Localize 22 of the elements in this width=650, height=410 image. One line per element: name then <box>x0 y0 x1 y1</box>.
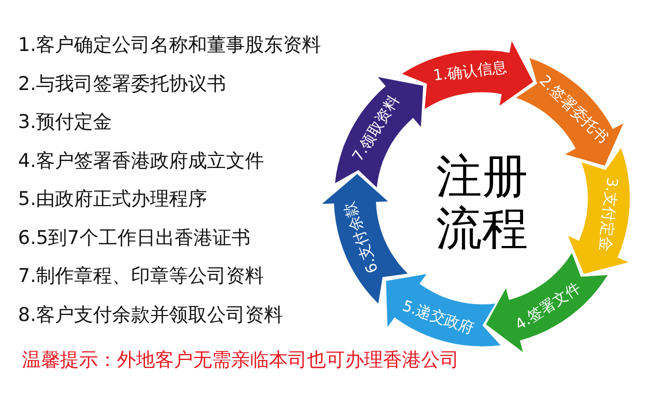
tip-note: 温馨提示：外地客户无需亲临本司也可办理香港公司 <box>22 348 459 373</box>
step-description: 8.客户支付余款并领取公司资料 <box>18 302 284 328</box>
arrow-segment <box>402 40 534 109</box>
step-description: 5.由政府正式办理程序 <box>18 187 208 212</box>
step-label: 3.支付定金 <box>594 176 622 252</box>
step-label: 1.确认信息 <box>432 58 508 86</box>
step-description: 3.预付定金 <box>18 110 112 135</box>
arrow-segment <box>334 76 423 188</box>
step-label: 6.支付余款 <box>340 200 384 276</box>
center-title: 注册流程 <box>435 150 529 254</box>
step-label: 2.签署委托书 <box>534 72 612 148</box>
step-label: 5.递交政府 <box>400 296 476 338</box>
step-label: 4.签署文件 <box>512 278 584 335</box>
arrow-segment <box>386 274 500 346</box>
step-label: 7.领取资料 <box>348 92 404 166</box>
step-description: 6.5到7个工作日出香港证书 <box>18 226 250 250</box>
step-description: 7.制作章程、印章等公司资料 <box>18 264 264 289</box>
arrow-segment <box>486 253 608 353</box>
step-description: 1.客户确定公司名称和董事股东资料 <box>18 33 322 58</box>
step-description: 2.与我司签署委托协议书 <box>18 72 226 96</box>
arrow-segment <box>568 148 630 274</box>
step-description: 4.客户签署香港政府成立文件 <box>18 148 264 174</box>
